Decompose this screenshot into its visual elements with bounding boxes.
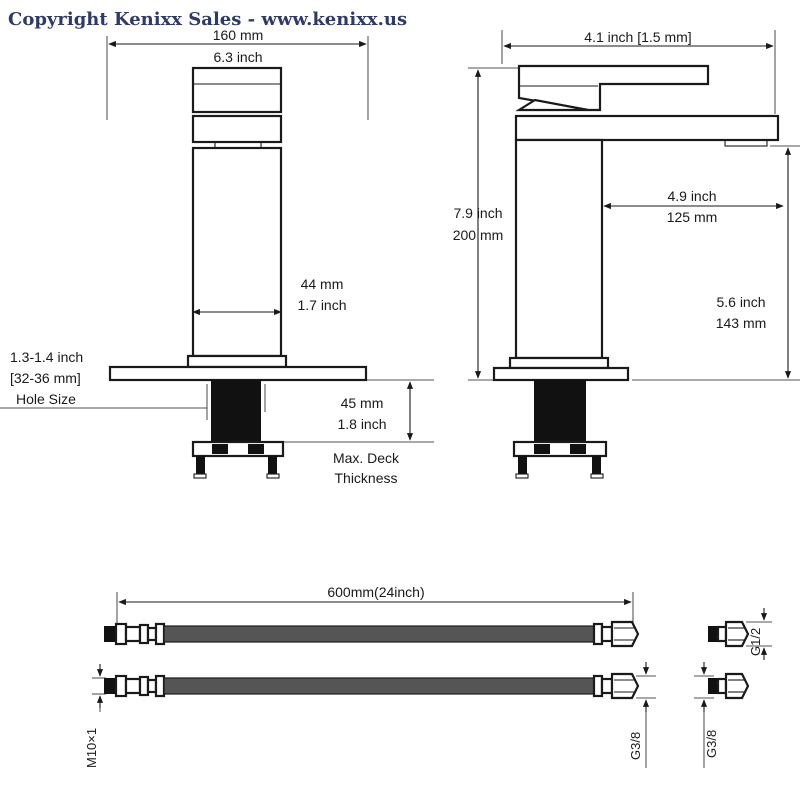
spout-reach-inch-label: 4.9 inch <box>667 188 716 204</box>
side-deck <box>492 366 630 382</box>
thread-g12-label: G1/2 <box>748 628 763 656</box>
height-inch-label: 7.9 inch <box>453 205 502 221</box>
deck-thickness-label-1: Max. Deck <box>333 450 400 466</box>
deck-thickness-label-2: Thickness <box>334 470 397 486</box>
top-width-mm-label: 160 mm <box>213 27 264 43</box>
hose-2 <box>104 672 640 700</box>
spout-reach-mm-label: 125 mm <box>667 209 718 225</box>
front-shank <box>211 380 261 442</box>
hole-size-label-2: [32-36 mm] <box>10 370 81 386</box>
aerator <box>724 139 768 147</box>
front-view: 160 mm 6.3 inch 44 mm 1.7 inch 1.3-1.4 i… <box>0 27 434 486</box>
side-spout <box>514 114 780 142</box>
spout-height-mm-label: 143 mm <box>716 315 767 331</box>
height-mm-label: 200 mm <box>453 227 504 243</box>
front-handle <box>191 66 283 114</box>
thread-g38-label-a: G3/8 <box>628 732 643 760</box>
front-deck <box>108 365 368 382</box>
side-view: 4.1 inch [1.5 mm] 7.9 inch 200 mm 4.9 in… <box>453 29 800 479</box>
top-width-inch-label: 6.3 inch <box>213 49 262 65</box>
thread-m10-label: M10×1 <box>84 728 99 768</box>
copyright-watermark: Copyright Kenixx Sales - www.kenixx.us <box>8 9 407 30</box>
hole-size-label-3: Hole Size <box>16 391 76 407</box>
deck-mm-label: 45 mm <box>341 395 384 411</box>
side-handle <box>517 64 710 112</box>
connector-g38 <box>708 672 750 700</box>
hose-1 <box>104 620 640 648</box>
thread-g38-label-b: G3/8 <box>704 730 719 758</box>
spout-height-inch-label: 5.6 inch <box>716 294 765 310</box>
side-shank <box>534 380 586 442</box>
front-body <box>191 146 283 358</box>
hose-length-label: 600mm(24inch) <box>327 584 424 600</box>
body-width-mm-label: 44 mm <box>301 276 344 292</box>
body-width-inch-label: 1.7 inch <box>297 297 346 313</box>
side-body <box>514 138 604 360</box>
deck-inch-label: 1.8 inch <box>337 416 386 432</box>
handle-depth-label: 4.1 inch [1.5 mm] <box>584 29 691 45</box>
connector-g12 <box>708 620 750 648</box>
hole-size-label-1: 1.3-1.4 inch <box>10 349 83 365</box>
hoses-section: 600mm(24inch) <box>84 584 772 768</box>
